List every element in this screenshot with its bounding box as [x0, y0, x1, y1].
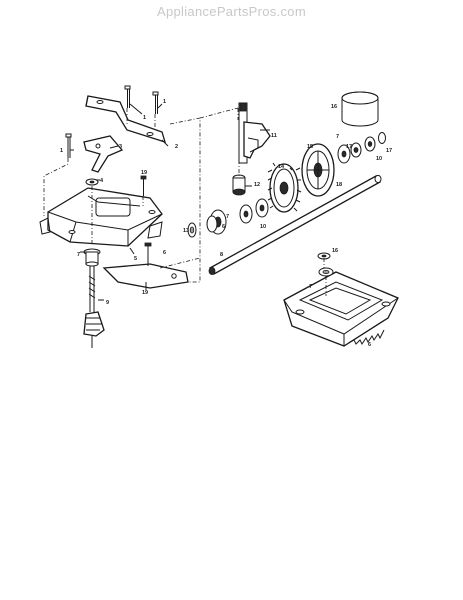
- retaining-ring: [378, 132, 386, 144]
- callout-2: 2: [175, 144, 178, 150]
- callout-10: 10: [376, 156, 382, 162]
- callout-6: 6: [222, 224, 225, 230]
- shift-plate: [83, 135, 124, 173]
- callout-10: 10: [260, 224, 266, 230]
- washer: [85, 178, 99, 186]
- callout-8: 8: [220, 252, 223, 258]
- callout-19: 19: [142, 290, 148, 296]
- spur-gear: [267, 162, 302, 213]
- callout-1: 1: [143, 115, 146, 121]
- callout-1: 1: [60, 148, 63, 154]
- bolt: [124, 85, 131, 108]
- callout-16: 16: [331, 104, 337, 110]
- callout-14: 14: [278, 164, 285, 170]
- case-bearing: [318, 267, 334, 277]
- shift-fork: [238, 102, 271, 164]
- callout-4: 4: [100, 178, 104, 184]
- callout-16: 16: [332, 248, 338, 254]
- callout-9: 9: [106, 300, 109, 306]
- callout-6: 6: [163, 250, 166, 256]
- housing-cover: [39, 187, 163, 247]
- washer: [364, 136, 376, 152]
- callout-17: 17: [346, 144, 352, 150]
- callout-7: 7: [226, 214, 229, 220]
- alignment-lines: [43, 107, 327, 344]
- washer: [350, 142, 362, 158]
- worm-shaft: [83, 248, 105, 348]
- callout-15: 15: [307, 144, 313, 150]
- gear-case: [283, 271, 399, 347]
- axle-hub: [206, 209, 227, 235]
- watermark: AppliancePartsPros.com: [157, 4, 306, 19]
- callout-19: 19: [141, 170, 147, 176]
- bolt: [65, 133, 72, 158]
- callout-3: 3: [119, 144, 122, 150]
- small-screw: [140, 175, 147, 196]
- washer: [255, 198, 269, 218]
- washer: [239, 204, 253, 224]
- axle: [208, 174, 382, 275]
- callout-7: 7: [77, 252, 80, 258]
- callout-7: 7: [336, 134, 339, 140]
- callout-11: 11: [271, 133, 277, 139]
- callout-12: 12: [254, 182, 260, 188]
- lever-plate: [102, 242, 189, 289]
- callout-17: 17: [386, 148, 392, 154]
- callout-7: 7: [309, 284, 312, 290]
- collar: [232, 174, 246, 196]
- callout-13: 13: [183, 228, 189, 234]
- bushing: [341, 91, 379, 127]
- pinion: [337, 144, 351, 164]
- callout-labels: 1 1 1 2 3 4 5 6 6 6 7 7 7 7 8 9 10 10 11…: [60, 99, 392, 348]
- flange-bearing: [187, 222, 197, 238]
- drive-disc: [301, 143, 335, 197]
- mounting-bracket: [85, 95, 166, 143]
- callout-1: 1: [163, 99, 166, 105]
- callout-18: 18: [336, 182, 342, 188]
- leader-lines: [70, 103, 293, 301]
- callout-6: 6: [368, 342, 371, 348]
- callout-5: 5: [134, 256, 137, 262]
- bolt: [152, 91, 159, 114]
